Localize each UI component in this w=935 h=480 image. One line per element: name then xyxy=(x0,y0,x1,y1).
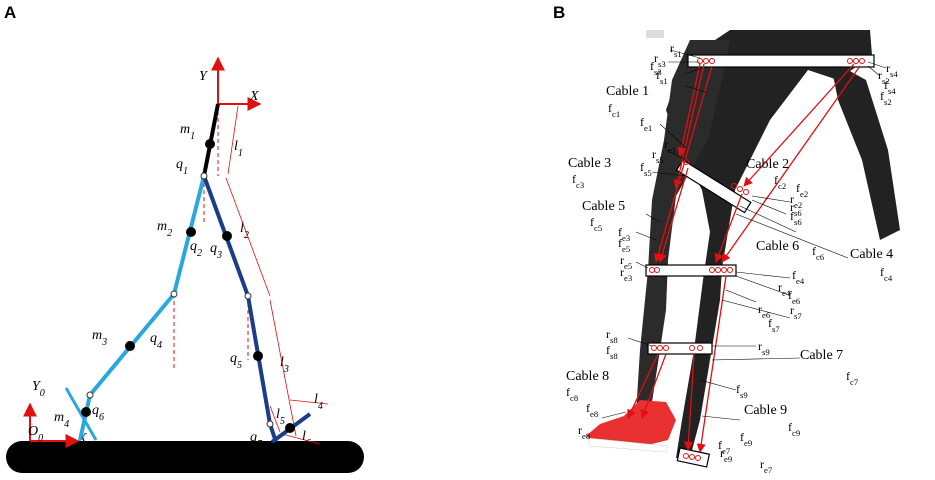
fc9-label: fc9 xyxy=(788,420,800,438)
front-leg-silhouette xyxy=(636,40,730,414)
dimension-lines xyxy=(225,105,329,445)
shank-strap xyxy=(647,342,713,355)
fs9-label: fs9 xyxy=(736,382,748,400)
cable-4-line xyxy=(721,65,861,263)
fc1-label: fc1 xyxy=(608,101,620,119)
cable-2-label: Cable 2 xyxy=(746,157,789,172)
rear-leg-silhouette xyxy=(666,30,872,458)
fe4-label: fe4 xyxy=(792,268,805,286)
cable-9-line xyxy=(683,353,695,451)
cable-6-label: Cable 6 xyxy=(756,239,799,254)
panel-a: A Y X Y0 O0 X0 xyxy=(4,3,364,473)
cuff-straps xyxy=(645,54,875,468)
mass-m2-label: m2 xyxy=(157,219,172,239)
cable-8-line xyxy=(627,353,659,419)
length-l6-label: l6 xyxy=(302,429,311,449)
cable-7-label: Cable 7 xyxy=(800,348,843,363)
fs8-label: fs8 xyxy=(606,343,618,361)
joint-q4-label: q4 xyxy=(150,331,162,351)
left-foot-plate xyxy=(64,387,98,441)
fc3-label: fc3 xyxy=(572,172,584,190)
cable-5-label: Cable 5 xyxy=(582,199,625,214)
cable-7-line xyxy=(696,275,727,453)
cable-1-line xyxy=(673,63,705,189)
shoe xyxy=(586,400,676,448)
cable-1-label: Cable 1 xyxy=(606,84,649,99)
joint-q1-label: q1 xyxy=(176,157,188,177)
length-l3-label: l3 xyxy=(280,355,289,375)
shoe-sole xyxy=(587,437,669,453)
fc4-label: fc4 xyxy=(880,265,893,283)
fc8-label: fc8 xyxy=(566,385,578,403)
joint-q2-label: q2 xyxy=(190,239,202,259)
cable-5-line xyxy=(653,65,713,263)
fe8-label: fe8 xyxy=(586,401,598,419)
pulleys xyxy=(649,58,865,461)
cable-3-label: Cable 3 xyxy=(568,156,611,171)
rs1-label: rs1 xyxy=(670,41,682,59)
length-l4-label: l4 xyxy=(314,392,323,412)
left-foot-segment xyxy=(78,394,92,441)
cable-6-line xyxy=(714,193,743,263)
re8-label: re8 xyxy=(578,423,590,441)
fs1-label: fs1 xyxy=(656,68,668,86)
joint-q3-label: q3 xyxy=(210,241,222,261)
axis-x-label: X xyxy=(249,89,259,104)
fs2-label: fs2 xyxy=(880,89,892,107)
fc7-label: fc7 xyxy=(846,369,859,387)
hip-strap xyxy=(687,54,875,68)
axis-y-label: Y xyxy=(199,69,209,84)
length-l5-label: l5 xyxy=(276,407,285,427)
joint-q5-label: q5 xyxy=(230,351,242,371)
re7-label: re7 xyxy=(760,457,773,475)
cable-8b-line xyxy=(640,353,667,419)
cable-4-label: Cable 4 xyxy=(850,247,893,262)
knee-strap xyxy=(645,264,737,277)
fc6-label: fc6 xyxy=(812,244,825,262)
panel-a-letter: A xyxy=(4,3,16,22)
cable-8-label: Cable 8 xyxy=(566,369,609,384)
cable-9-label: Cable 9 xyxy=(744,403,787,418)
rs8-label: rs8 xyxy=(606,327,618,345)
fs3-label: fs3 xyxy=(650,59,662,77)
cable-2-line xyxy=(743,63,855,187)
panel-b-letter: B xyxy=(553,3,565,22)
ground-bar xyxy=(6,441,364,473)
re4-label: re4 xyxy=(778,280,791,298)
rs3-label: rs3 xyxy=(654,51,666,69)
thigh-strap xyxy=(675,159,752,214)
mass-m1-label: m1 xyxy=(180,122,195,142)
joint-q6-label: q6 xyxy=(92,403,104,423)
rs5-label: rs5 xyxy=(652,147,664,165)
cable-lines xyxy=(627,63,861,453)
fe9-label: fe9 xyxy=(740,430,752,448)
axis-y0-label: Y0 xyxy=(32,379,45,399)
mass-m4-label: m4 xyxy=(54,410,69,430)
fc2-label: fc2 xyxy=(774,173,786,191)
mass-markers xyxy=(81,139,295,433)
fc5-label: fc5 xyxy=(590,215,602,233)
joint-markers xyxy=(86,172,274,428)
re6-label: re6 xyxy=(758,302,771,320)
cable-1b-line xyxy=(677,63,701,157)
rs2-label: rs2 xyxy=(878,68,890,86)
length-l1-label: l1 xyxy=(234,139,243,159)
ankle-strap xyxy=(676,447,711,468)
leader-lines xyxy=(601,49,887,421)
fs5-label: fs5 xyxy=(640,160,652,178)
cable-3-line xyxy=(657,167,689,263)
back-leg-silhouette xyxy=(830,60,900,240)
mass-m3-label: m3 xyxy=(92,328,107,348)
panel-b: B xyxy=(553,3,900,475)
scale-marker xyxy=(646,30,664,38)
fe2-label: fe2 xyxy=(796,181,808,199)
rs9-label: rs9 xyxy=(758,339,770,357)
fe1-label: fe1 xyxy=(640,115,652,133)
length-l2-label: l2 xyxy=(240,221,249,241)
